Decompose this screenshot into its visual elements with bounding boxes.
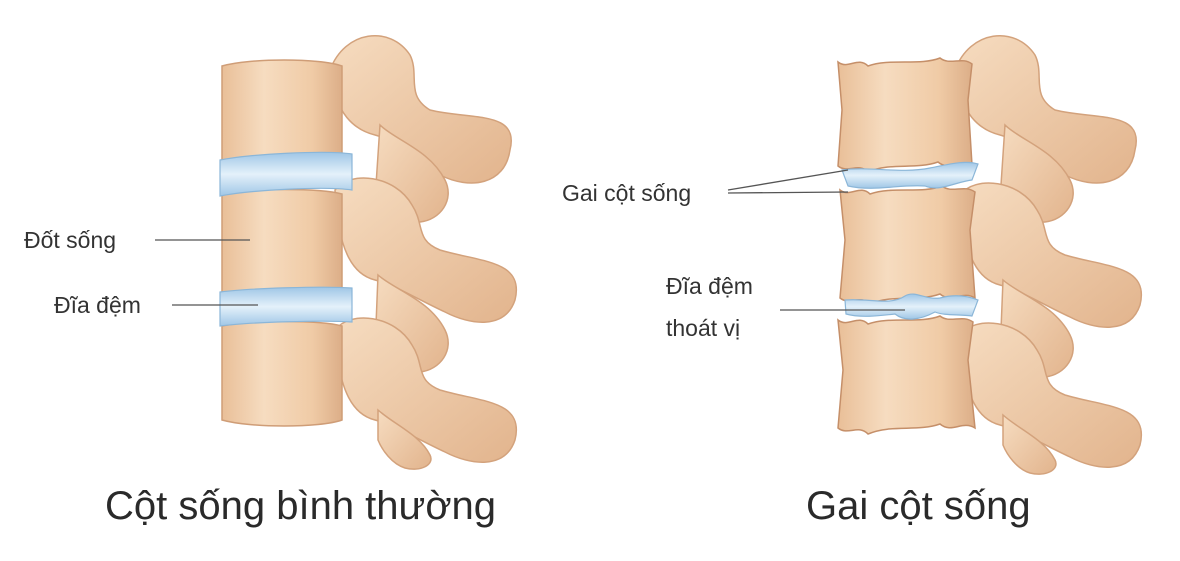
spinous-processes-right <box>955 36 1141 474</box>
spur-vertebra-1 <box>838 58 972 172</box>
spur-vertebra-2 <box>840 186 975 304</box>
vertebra-3 <box>222 322 342 427</box>
normal-spine-caption: Cột sống bình thường <box>105 482 496 530</box>
herniated-disc-label-line1: Đĩa đệm <box>666 272 753 300</box>
vertebra-2 <box>222 190 342 297</box>
vertebra-label: Đốt sống <box>24 226 116 254</box>
disc-2 <box>220 287 352 326</box>
spur-spine <box>728 36 1141 474</box>
disc-1 <box>220 152 352 196</box>
vertebra-1 <box>222 60 342 165</box>
spur-spine-caption: Gai cột sống <box>806 482 1031 530</box>
bone-spur-leader-line-2 <box>728 192 848 193</box>
spinous-processes <box>330 36 516 469</box>
bone-spur-label: Gai cột sống <box>562 179 691 207</box>
vertebrae <box>222 60 342 426</box>
normal-spine <box>155 36 516 469</box>
bone-spur-leader-line-1 <box>728 170 848 190</box>
spur-vertebrae <box>838 58 975 434</box>
disc-label: Đĩa đệm <box>54 291 141 319</box>
spur-vertebra-3 <box>838 316 975 434</box>
herniated-disc-label-line2: thoát vị <box>666 314 740 342</box>
